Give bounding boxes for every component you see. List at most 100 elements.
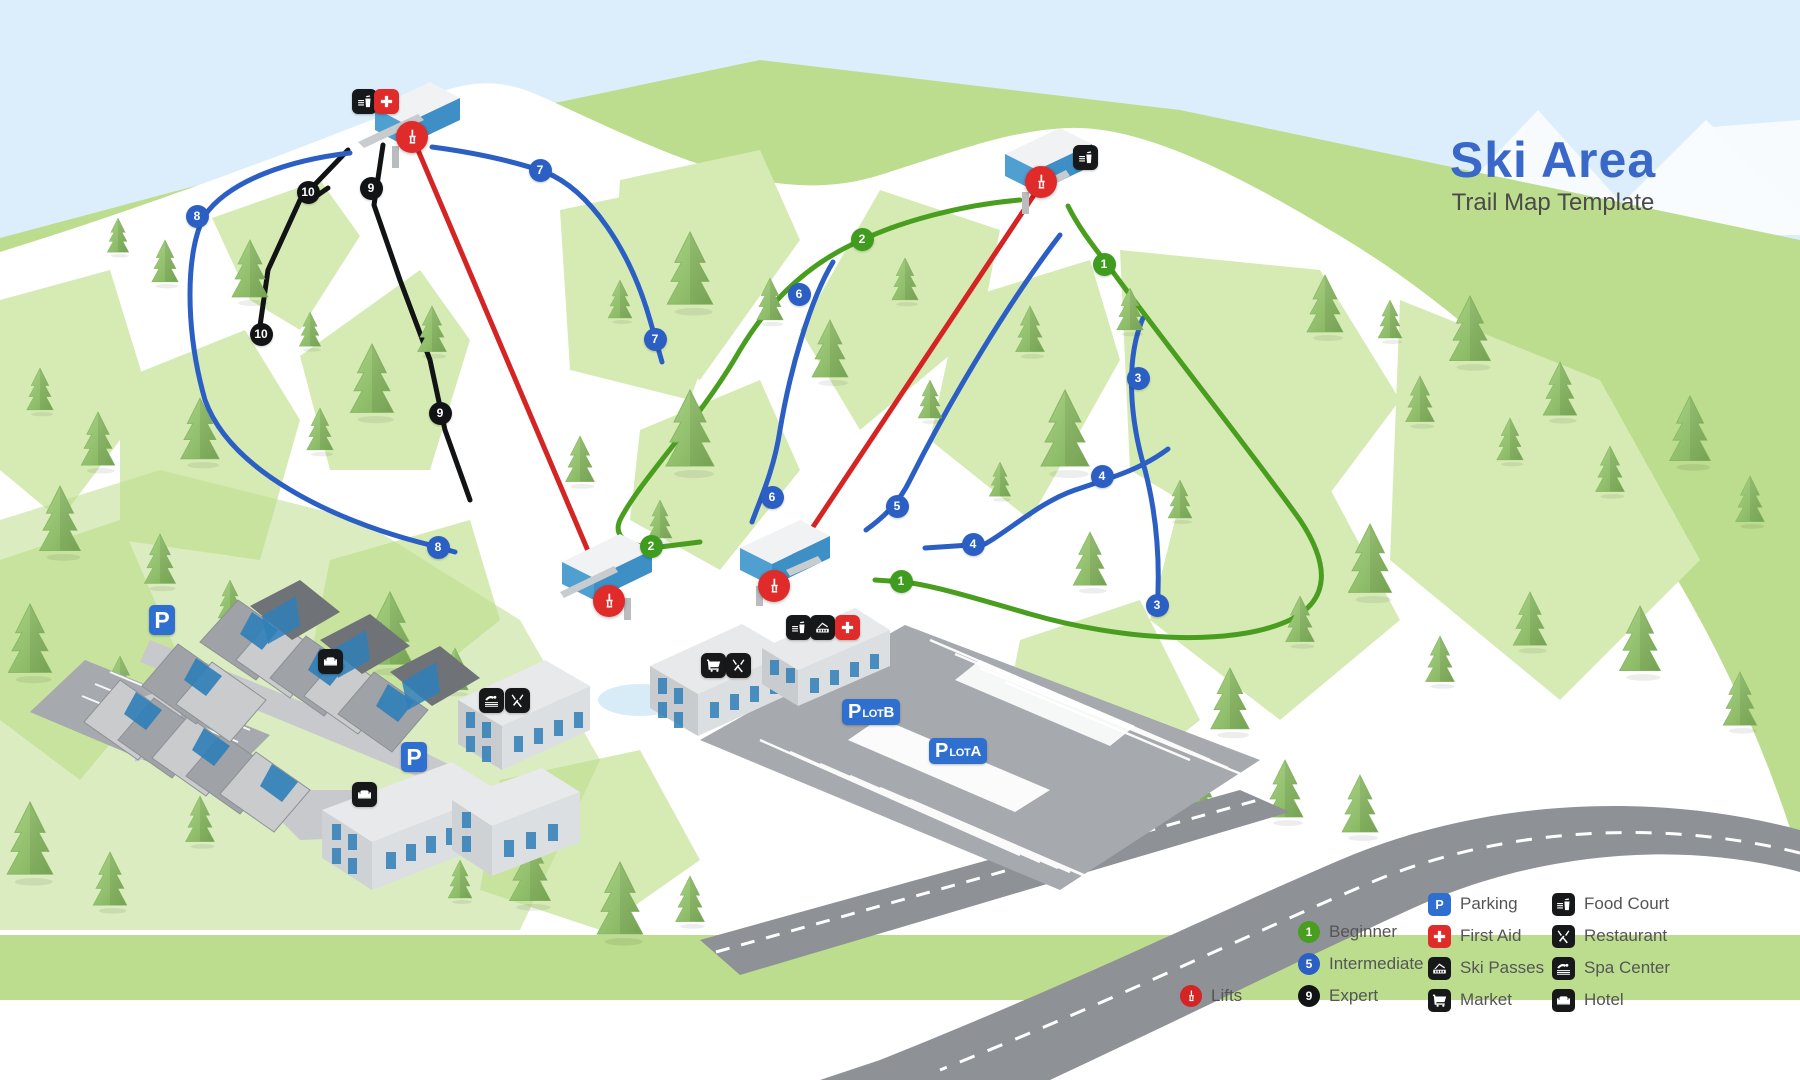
map-poi-first-aid-base-first-aid[interactable]: [834, 614, 860, 640]
legend-item-lifts[interactable]: Lifts: [1180, 980, 1242, 1012]
food-court-icon: [1552, 892, 1575, 916]
trail-7: [429, 144, 665, 365]
trail-marker-2-beginner[interactable]: 2: [850, 227, 874, 251]
svg-text:P: P: [1435, 897, 1443, 911]
restaurant-icon: [1552, 924, 1575, 948]
trail-3: [1128, 315, 1161, 615]
ski-passes-icon: [1428, 956, 1451, 980]
lift-icon-summit-west[interactable]: [396, 121, 428, 153]
lift-icon-summit-east[interactable]: [1025, 166, 1057, 198]
legend-item-hotel[interactable]: Hotel: [1552, 984, 1670, 1016]
legend-label-beginner: Beginner: [1329, 922, 1398, 941]
legend-label-intermediate: Intermediate: [1329, 954, 1424, 973]
trail-1: [872, 203, 1324, 641]
trail-marker-1-beginner[interactable]: 1: [889, 569, 913, 593]
trail-marker-8-intermediate[interactable]: 8: [426, 535, 450, 559]
legend-label-restaurant: Restaurant: [1584, 926, 1668, 945]
parking-aisle-a: [848, 718, 1050, 812]
map-poi-ski-passes-base-ski-passes[interactable]: [809, 614, 835, 640]
lift-icon: [1180, 985, 1202, 1007]
trail-5: [863, 232, 1063, 533]
lift-station-base-west: [560, 534, 652, 620]
map-poi-restaurant-spa-building-rest[interactable]: [504, 687, 530, 713]
map-poi-restaurant-base-restaurant[interactable]: [725, 652, 751, 678]
lift-icon-base-east[interactable]: [758, 570, 790, 602]
parking-icon: P: [1428, 892, 1451, 916]
legend-col-difficulty: 1 Beginner 5 Intermediate 9 Expert: [1298, 916, 1424, 1012]
legend-item-spa-center[interactable]: Spa Center: [1552, 952, 1670, 984]
parking-village-south[interactable]: P: [401, 742, 427, 772]
trail-marker-7-intermediate[interactable]: 7: [528, 158, 552, 182]
trail-lines: [187, 142, 1324, 641]
legend-label-expert: Expert: [1329, 986, 1379, 1005]
legend-label-hotel: Hotel: [1584, 990, 1624, 1009]
trail-marker-1-beginner[interactable]: 1: [1092, 252, 1116, 276]
map-poi-spa-center-spa-building-spa[interactable]: [478, 687, 504, 713]
map-poi-food-court-summit-west-food[interactable]: [351, 88, 377, 114]
lift-cable-east: [772, 183, 1043, 587]
chalet-row-2: [83, 679, 311, 833]
trail-marker-6-intermediate[interactable]: 6: [760, 485, 784, 509]
legend-label-ski-passes: Ski Passes: [1460, 958, 1545, 977]
trail-marker-9-expert[interactable]: 9: [359, 176, 383, 200]
legend-item-intermediate[interactable]: 5 Intermediate: [1298, 948, 1424, 980]
trail-8: [187, 150, 458, 555]
spa-center-icon: [1552, 956, 1575, 980]
legend-label-food-court: Food Court: [1584, 894, 1670, 913]
legend-item-food-court[interactable]: Food Court: [1552, 888, 1670, 920]
trail-marker-6-intermediate[interactable]: 6: [787, 282, 811, 306]
legend-label-market: Market: [1460, 990, 1512, 1009]
legend-item-ski-passes[interactable]: Ski Passes: [1428, 952, 1544, 984]
trail-marker-9-expert[interactable]: 9: [428, 401, 452, 425]
trail-2: [615, 197, 1023, 550]
legend-label-parking: Parking: [1460, 894, 1518, 913]
trail-marker-8-intermediate[interactable]: 8: [185, 204, 209, 228]
parking-village-north[interactable]: P: [149, 605, 175, 635]
map-poi-food-court-summit-east-food[interactable]: [1072, 144, 1098, 170]
trail-marker-2-beginner[interactable]: 2: [639, 534, 663, 558]
legend-item-expert[interactable]: 9 Expert: [1298, 980, 1424, 1012]
legend-label-first-aid: First Aid: [1460, 926, 1522, 945]
trail-chip-green: 1: [1298, 921, 1320, 943]
legend-item-first-aid[interactable]: First Aid: [1428, 920, 1544, 952]
map-poi-market-base-market[interactable]: [700, 652, 726, 678]
legend-item-parking[interactable]: P Parking: [1428, 888, 1544, 920]
trail-marker-4-intermediate[interactable]: 4: [1090, 464, 1114, 488]
trail-marker-3-intermediate[interactable]: 3: [1145, 593, 1169, 617]
trail-marker-4-intermediate[interactable]: 4: [961, 532, 985, 556]
first-aid-icon: [1428, 924, 1451, 948]
trail-chip-black: 9: [1298, 985, 1320, 1007]
map-poi-food-court-base-food-court[interactable]: [785, 614, 811, 640]
legend-col-lifts: Lifts: [1180, 980, 1242, 1012]
trail-4: [922, 446, 1171, 551]
lift-icon-base-west[interactable]: [593, 585, 625, 617]
market-icon: [1428, 988, 1451, 1012]
legend: Lifts 1 Beginner 5 Intermediate 9 Expert P Par…: [1180, 892, 1780, 1030]
trail-marker-7-intermediate[interactable]: 7: [643, 327, 667, 351]
legend-item-beginner[interactable]: 1 Beginner: [1298, 916, 1424, 948]
lift-station-base-east: [740, 520, 830, 606]
legend-item-restaurant[interactable]: Restaurant: [1552, 920, 1670, 952]
chalet-village: [83, 580, 480, 833]
lift-cable-west: [412, 140, 611, 601]
lift-cables: [412, 140, 1043, 601]
legend-item-market[interactable]: Market: [1428, 984, 1544, 1016]
trail-marker-10-expert[interactable]: 10: [249, 322, 273, 346]
map-poi-hotel-village-hotel-2[interactable]: [351, 781, 377, 807]
trail-marker-3-intermediate[interactable]: 3: [1126, 366, 1150, 390]
map-poi-first-aid-summit-west-aid[interactable]: [373, 88, 399, 114]
map-poi-hotel-village-hotel-1[interactable]: [317, 648, 343, 674]
highway: [820, 806, 1800, 1080]
village-hotel-block: [322, 762, 580, 890]
trail-marker-5-intermediate[interactable]: 5: [885, 494, 909, 518]
parking-aisle-b: [955, 660, 1135, 746]
legend-label-lifts: Lifts: [1211, 986, 1243, 1005]
trail-chip-blue: 5: [1298, 953, 1320, 975]
legend-label-spa-center: Spa Center: [1584, 958, 1670, 977]
trail-marker-10-expert[interactable]: 10: [296, 180, 320, 204]
